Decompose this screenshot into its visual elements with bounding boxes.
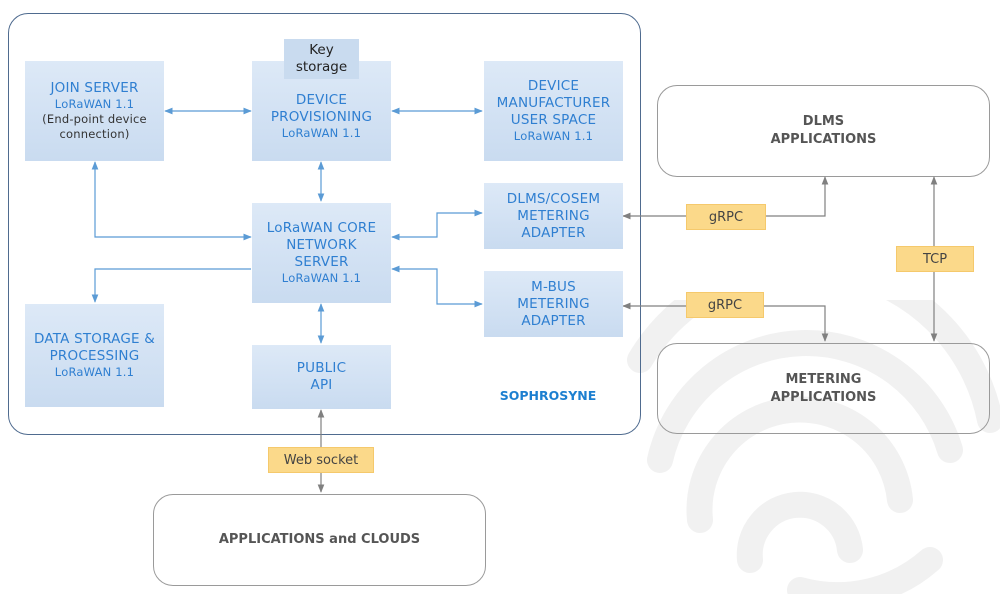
core-network-server-box: LoRaWAN CORE NETWORK SERVER LoRaWAN 1.1 xyxy=(252,203,391,303)
mbus-adapter-line3: ADAPTER xyxy=(521,312,586,329)
link-core-dlms xyxy=(391,209,483,241)
dlms-applications-line2: APPLICATIONS xyxy=(770,132,877,147)
device-manufacturer-line2: MANUFACTURER xyxy=(496,95,611,111)
link-core-storage xyxy=(91,268,251,303)
join-server-version: LoRaWAN 1.1 xyxy=(54,97,135,111)
grpc-tag-top: gRPC xyxy=(686,204,766,230)
mbus-adapter-line2: METERING xyxy=(517,295,590,312)
public-api-box: PUBLIC API xyxy=(252,345,391,409)
data-storage-version: LoRaWAN 1.1 xyxy=(54,365,135,379)
dlms-adapter-line1: DLMS/COSEM xyxy=(506,190,601,207)
applications-clouds-box: APPLICATIONS and CLOUDS xyxy=(153,494,486,586)
public-api-line1: PUBLIC xyxy=(296,360,347,376)
grpc-tag-bottom: gRPC xyxy=(686,292,764,318)
device-provisioning-version: LoRaWAN 1.1 xyxy=(281,125,362,140)
tcp-tag: TCP xyxy=(896,246,974,272)
device-provisioning-line1: DEVICE xyxy=(295,91,348,108)
key-storage-box: Key storage xyxy=(284,39,359,79)
key-storage-line1: Key xyxy=(309,42,334,58)
sophrosyne-frame xyxy=(8,13,641,435)
join-server-box: JOIN SERVER LoRaWAN 1.1 (End-point devic… xyxy=(25,61,164,161)
dlms-adapter-line2: METERING xyxy=(517,207,590,224)
link-core-mbus xyxy=(391,265,483,308)
dlms-cosem-adapter-box: DLMS/COSEM METERING ADAPTER xyxy=(484,183,623,249)
device-manufacturer-line3: USER SPACE xyxy=(510,112,597,128)
sophrosyne-label: SOPHROSYNE xyxy=(499,388,597,403)
data-storage-box: DATA STORAGE & PROCESSING LoRaWAN 1.1 xyxy=(25,304,164,407)
core-network-version: LoRaWAN 1.1 xyxy=(281,271,362,285)
device-provisioning-line2: PROVISIONING xyxy=(270,108,373,125)
data-storage-line2: PROCESSING xyxy=(49,348,140,364)
applications-clouds-label: APPLICATIONS and CLOUDS xyxy=(218,532,421,547)
public-api-line2: API xyxy=(310,377,333,393)
join-server-note-line2: connection) xyxy=(59,127,130,141)
join-server-note-line1: (End-point device xyxy=(42,112,147,126)
link-join-core xyxy=(91,161,252,241)
key-storage-line2: storage xyxy=(295,59,348,75)
device-manufacturer-box: DEVICE MANUFACTURER USER SPACE LoRaWAN 1… xyxy=(484,61,623,161)
device-manufacturer-line1: DEVICE xyxy=(527,78,580,94)
core-network-line2: NETWORK xyxy=(286,237,357,253)
mbus-adapter-box: M-BUS METERING ADAPTER xyxy=(484,271,623,337)
dlms-applications-box: DLMS APPLICATIONS xyxy=(657,85,990,177)
metering-applications-box: METERING APPLICATIONS xyxy=(657,343,990,434)
core-network-line1: LoRaWAN CORE xyxy=(266,220,377,236)
metering-applications-line1: METERING xyxy=(785,371,862,387)
metering-applications-line2: APPLICATIONS xyxy=(770,389,877,405)
web-socket-tag: Web socket xyxy=(268,447,374,473)
dlms-applications-line1: DLMS xyxy=(802,114,845,129)
core-network-line3: SERVER xyxy=(294,254,349,270)
device-manufacturer-version: LoRaWAN 1.1 xyxy=(513,129,594,143)
join-server-title: JOIN SERVER xyxy=(50,80,139,96)
mbus-adapter-line1: M-BUS xyxy=(531,278,576,295)
dlms-adapter-line3: ADAPTER xyxy=(521,224,586,241)
data-storage-line1: DATA STORAGE & xyxy=(34,331,155,347)
